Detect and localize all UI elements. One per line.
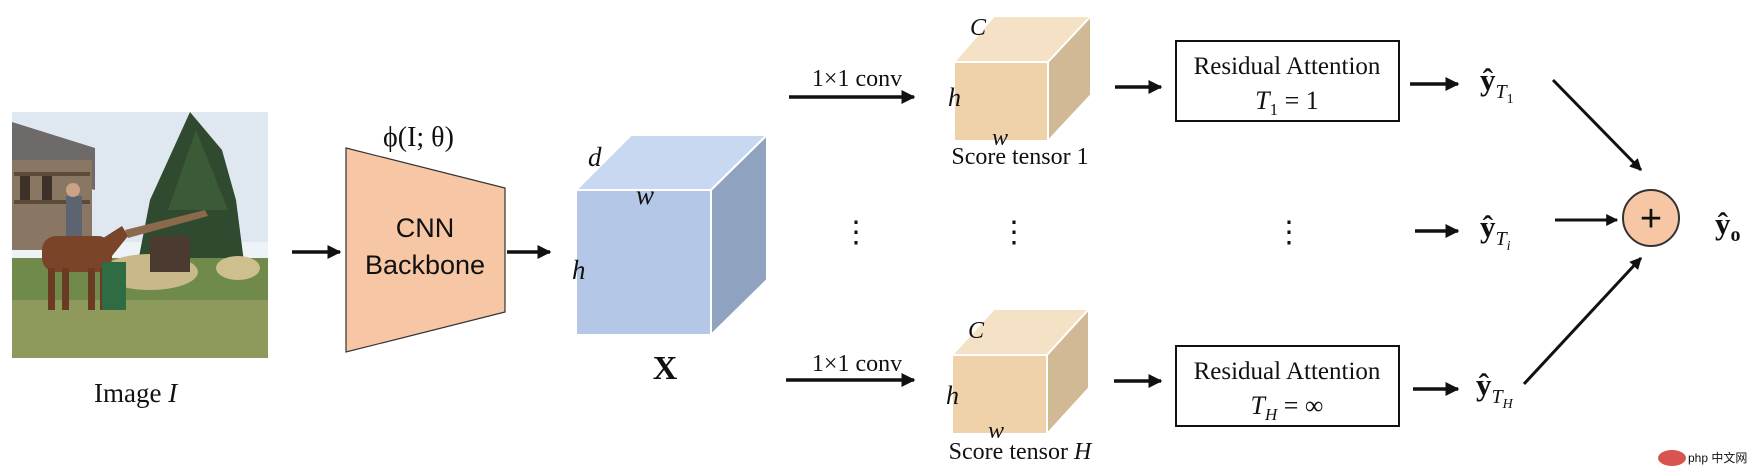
raH-title: Residual Attention (1194, 358, 1381, 385)
cnn-backbone-trapezoid (345, 147, 506, 353)
score1-label-h: h (948, 83, 961, 112)
backbone-label-line2: Backbone (365, 250, 485, 280)
score-tensor-h-cube (949, 306, 1092, 437)
score-tensor-1-label: Score tensor 1 (951, 144, 1088, 170)
score1-label-w: w (992, 125, 1008, 151)
arrow-t1-to-sum (1551, 78, 1643, 172)
ra1-formula: T1 = 1 (1255, 86, 1319, 119)
backbone-label-line1: CNN (396, 213, 455, 243)
score-tensor-h-label: Score tensor H (949, 439, 1093, 465)
raH-formula: TH = ∞ (1251, 391, 1324, 424)
sum-node (1622, 189, 1680, 247)
output-t1: ŷT1 (1480, 62, 1514, 107)
conv-label-top: 1×1 conv (812, 66, 902, 92)
final-output: ŷo (1715, 206, 1741, 246)
backbone-formula: ϕ(I; θ) (383, 122, 454, 153)
svg-text:php 中文网: php 中文网 (1688, 450, 1747, 465)
arrow-th-to-sum (1522, 256, 1643, 386)
residual-attention-box-h (1175, 345, 1400, 427)
ellipsis-attention: ⋮ (1274, 216, 1304, 249)
tensor-label-w: w (636, 180, 654, 210)
feature-tensor-cube (573, 132, 770, 338)
score-tensor-1-cube (951, 13, 1094, 144)
scoreH-label-h: h (946, 381, 959, 410)
input-image (12, 112, 268, 358)
residual-attention-box-1 (1175, 40, 1400, 122)
output-th: ŷTH (1476, 367, 1514, 412)
tensor-label-h: h (572, 255, 586, 285)
watermark: php 中文网 (1658, 450, 1747, 466)
score1-label-c: C (970, 15, 987, 41)
output-ti: ŷTi (1480, 209, 1511, 254)
scoreH-label-c: C (968, 318, 985, 344)
input-image-caption: Image I (94, 378, 179, 408)
scoreH-label-w: w (988, 418, 1004, 444)
tensor-name: X (653, 350, 678, 387)
tensor-label-d: d (588, 142, 602, 172)
ellipsis-score: ⋮ (999, 216, 1029, 249)
conv-label-bottom: 1×1 conv (812, 351, 902, 377)
ellipsis-conv: ⋮ (841, 216, 871, 249)
sum-symbol: + (1640, 198, 1662, 240)
ra1-title: Residual Attention (1194, 53, 1381, 80)
